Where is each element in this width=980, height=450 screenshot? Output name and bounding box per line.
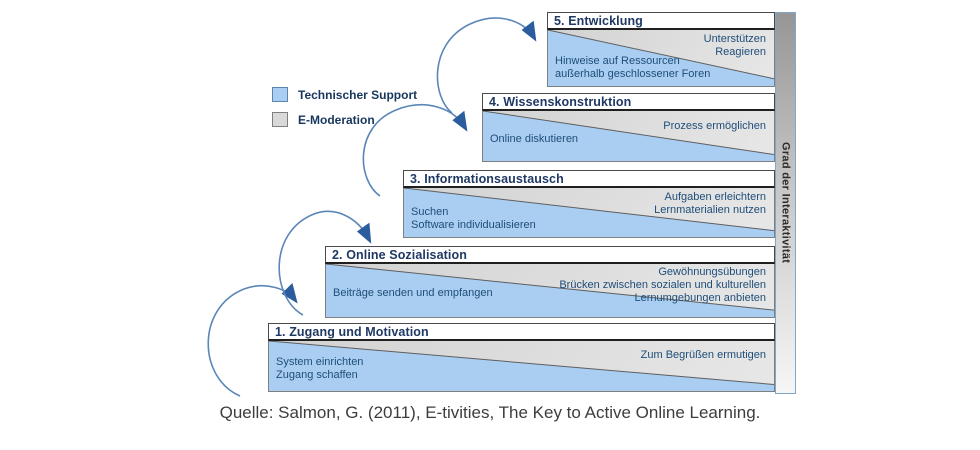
support-task-line: System einrichten <box>276 356 364 368</box>
legend-label: Technischer Support <box>298 87 418 102</box>
stage-informationsaustausch: 3. Informationsaustausch Suchen Software… <box>403 170 775 238</box>
support-moderation-divider <box>483 111 774 161</box>
moderation-tasks: Aufgaben erleichtern Lernmaterialien nut… <box>654 191 766 217</box>
support-task-line: außerhalb geschlossener Foren <box>555 68 711 80</box>
source-caption: Quelle: Salmon, G. (2011), E-tivities, T… <box>219 403 761 422</box>
stage-wissenskonstruktion: 4. Wissenskonstruktion Online diskutiere… <box>482 93 775 162</box>
support-moderation-divider <box>326 264 774 317</box>
moderation-task-line: Brücken zwischen sozialen und kulturelle… <box>559 279 766 291</box>
support-task-line: Suchen <box>411 206 449 218</box>
stage-online-sozialisation: 2. Online Sozialisation Beiträge senden … <box>325 246 775 318</box>
moderation-task-line: Gewöhnungsübungen <box>658 266 766 278</box>
stage-body: Suchen Software individualisieren Aufgab… <box>403 188 775 238</box>
stage-zugang-und-motivation: 1. Zugang und Motivation System einricht… <box>268 323 775 392</box>
legend-item-technischer-support: Technischer Support <box>272 87 417 102</box>
legend-item-e-moderation: E-Moderation <box>272 112 375 127</box>
stage-title: 3. Informationsaustausch <box>403 170 775 188</box>
moderation-task-line: Reagieren <box>715 46 766 58</box>
support-tasks: Hinweise auf Ressourcen außerhalb geschl… <box>555 55 710 81</box>
stage-title: 2. Online Sozialisation <box>325 246 775 264</box>
moderation-task-line: Lernumgebungen anbieten <box>634 292 766 304</box>
interactivity-axis-bar: Grad der Interaktivität <box>775 12 796 394</box>
interactivity-axis-label: Grad der Interaktivität <box>779 142 792 264</box>
moderation-task-line: Aufgaben erleichtern <box>664 191 766 203</box>
support-tasks: Beiträge senden und empfangen <box>333 287 493 300</box>
stage-body: Beiträge senden und empfangen Gewöhnungs… <box>325 264 775 318</box>
moderation-task-line: Lernmaterialien nutzen <box>654 204 766 216</box>
stage-body: System einrichten Zugang schaffen Zum Be… <box>268 341 775 392</box>
support-task-line: Online diskutieren <box>490 133 579 145</box>
moderation-color-swatch <box>272 112 288 127</box>
legend-label: E-Moderation <box>298 112 375 127</box>
support-moderation-divider <box>548 30 774 86</box>
stage-title: 4. Wissenskonstruktion <box>482 93 775 111</box>
moderation-tasks: Gewöhnungsübungen Brücken zwischen sozia… <box>559 266 766 305</box>
moderation-tasks: Zum Begrüßen ermutigen <box>641 349 766 362</box>
moderation-tasks: Prozess ermöglichen <box>663 120 766 133</box>
support-tasks: Suchen Software individualisieren <box>411 206 536 232</box>
stage-title: 1. Zugang und Motivation <box>268 323 775 341</box>
moderation-tasks: Unterstützen Reagieren <box>704 33 766 59</box>
moderation-task-line: Zum Begrüßen ermutigen <box>640 349 766 361</box>
support-tasks: System einrichten Zugang schaffen <box>276 356 363 382</box>
stage-title: 5. Entwicklung <box>547 12 775 30</box>
moderation-task-line: Unterstützen <box>703 33 766 45</box>
stage-body: Hinweise auf Ressourcen außerhalb geschl… <box>547 30 775 87</box>
support-task-line: Software individualisieren <box>411 219 536 231</box>
moderation-task-line: Prozess ermöglichen <box>663 120 766 132</box>
stage-entwicklung: 5. Entwicklung Hinweise auf Ressourcen a… <box>547 12 775 87</box>
stage-body: Online diskutieren Prozess ermöglichen <box>482 111 775 162</box>
support-task-line: Zugang schaffen <box>276 369 358 381</box>
support-moderation-divider <box>269 341 774 391</box>
support-color-swatch <box>272 87 288 102</box>
support-task-line: Hinweise auf Ressourcen <box>555 55 680 67</box>
support-tasks: Online diskutieren <box>490 133 578 146</box>
support-task-line: Beiträge senden und empfangen <box>333 287 493 299</box>
